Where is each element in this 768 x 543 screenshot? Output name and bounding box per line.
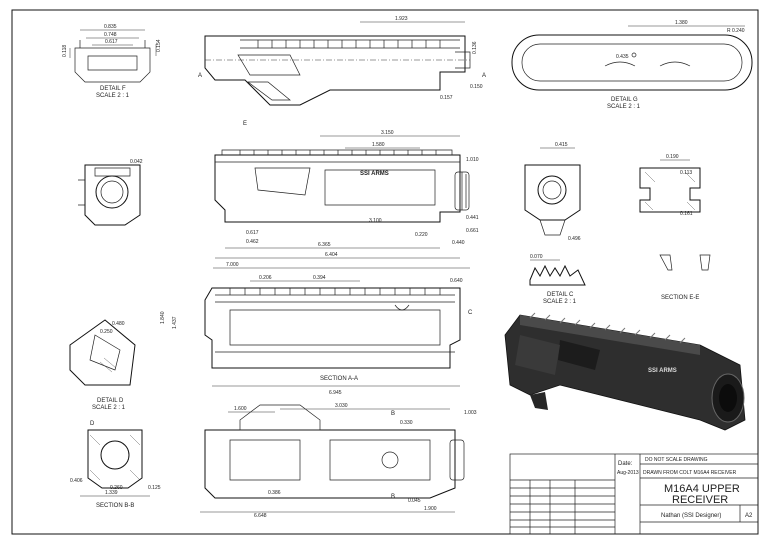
dim-0154: 0.154 [156, 39, 162, 52]
dim-0386: 0.386 [268, 490, 281, 496]
top-view: 1.923 0.136 0.157 0.150 A A E [198, 16, 486, 127]
dim-0042: 0.042 [130, 159, 143, 165]
dim-1923: 1.923 [395, 16, 408, 22]
section-aa-label: SECTION A-A [320, 376, 358, 382]
section-bb-label: SECTION B-B [96, 503, 134, 509]
dim-0617b: 0.617 [246, 230, 259, 236]
dim-r0240: R 0.240 [727, 28, 745, 34]
label-a-right: A [482, 73, 486, 79]
label-a-left: A [198, 73, 202, 79]
detail-d-view: 0.480 0.250 DETAIL D SCALE 2 : 1 [69, 319, 136, 411]
date-label: Date: [618, 461, 633, 467]
dim-1003: 1.003 [464, 410, 477, 416]
dim-0250: 0.250 [100, 329, 113, 335]
dim-1010: 1.010 [466, 157, 479, 163]
label-c: C [468, 310, 473, 316]
dim-0496: 0.496 [568, 236, 581, 242]
label-b-top: B [391, 411, 395, 417]
title-line-2: RECEIVER [672, 494, 728, 506]
detail-f-scale: SCALE 2 : 1 [96, 93, 130, 99]
dim-1437: 1.437 [172, 316, 178, 329]
dim-0190: 0.190 [666, 154, 679, 160]
dim-0394: 0.394 [313, 275, 326, 281]
detail-g-scale: SCALE 2 : 1 [607, 104, 641, 110]
detail-g-view: 1.380 R 0.240 0.435 DETAIL G SCALE 2 : 1 [511, 20, 753, 110]
dim-0136: 0.136 [472, 41, 478, 54]
note-drawn-from: DRAWN FROM COLT M16A4 RECEIVER [643, 470, 737, 476]
detail-c-view: 0.070 DETAIL C SCALE 2 : 1 [529, 254, 586, 305]
dim-0220: 0.220 [415, 232, 428, 238]
detail-c-scale: SCALE 2 : 1 [543, 299, 577, 305]
detail-c-label: DETAIL C [547, 292, 574, 298]
dim-0640: 0.640 [450, 278, 463, 284]
dim-0070: 0.070 [530, 254, 543, 260]
dim-1380: 1.380 [675, 20, 688, 26]
dim-7000: 7.000 [226, 262, 239, 268]
dim-1580: 1.580 [372, 142, 385, 148]
dim-0835: 0.835 [104, 24, 117, 30]
section-ee-view: 0.190 0.113 0.161 SECTION E-E [639, 154, 711, 301]
dim-0330: 0.330 [400, 420, 413, 426]
section-aa-view: 0.206 0.394 0.640 1.840 1.437 6.945 C SE… [160, 275, 473, 396]
dim-6945: 6.945 [329, 390, 342, 396]
date-value: Aug-2013 [617, 470, 639, 476]
sheet-size: A2 [745, 513, 753, 519]
dim-0406: 0.406 [70, 478, 83, 484]
dim-0113: 0.113 [680, 170, 692, 176]
brand-mark-side: SSI ARMS [360, 171, 389, 177]
dim-6365: 6.365 [318, 242, 331, 248]
label-d: D [90, 421, 95, 427]
dim-0617: 0.617 [105, 39, 118, 45]
side-view: SSI ARMS 3.150 1.580 1.010 3.100 0.441 0… [213, 130, 479, 269]
dim-1900: 1.900 [424, 506, 437, 512]
dim-0206: 0.206 [259, 275, 272, 281]
dim-3100: 3.100 [369, 218, 382, 224]
dim-0125: 0.125 [148, 485, 161, 491]
title-line-1: M16A4 UPPER [664, 483, 740, 495]
detail-f-label: DETAIL F [100, 86, 126, 92]
dim-0748: 0.748 [104, 32, 117, 38]
isometric-render: SSI ARMS [504, 312, 746, 431]
dim-0150: 0.150 [470, 84, 483, 90]
sheet-border [11, 9, 759, 535]
section-bb-view: 1.339 0.260 0.125 0.406 D SECTION B-B [70, 421, 161, 509]
designer-name: Nathan (SSI Designer) [661, 513, 721, 519]
dim-0480: 0.480 [112, 321, 125, 327]
dim-0462: 0.462 [246, 239, 259, 245]
dim-0157: 0.157 [440, 95, 453, 101]
rear-end-view: 0.415 0.496 [524, 142, 581, 242]
dim-0415: 0.415 [555, 142, 568, 148]
dim-0435: 0.435 [616, 54, 629, 60]
front-end-view: 0.042 [78, 159, 143, 226]
dim-3150: 3.150 [381, 130, 394, 136]
dim-0440: 0.440 [452, 240, 465, 246]
dim-3030: 3.030 [335, 403, 348, 409]
bottom-view: 1.600 3.030 1.003 0.330 0.386 0.045 1.90… [200, 403, 477, 519]
dim-0260: 0.260 [110, 485, 123, 491]
title-block: Date: Aug-2013 DO NOT SCALE DRAWING DRAW… [509, 453, 759, 535]
dim-0118: 0.118 [62, 45, 68, 57]
dim-1600: 1.600 [234, 406, 247, 412]
detail-d-label: DETAIL D [97, 398, 124, 404]
detail-g-label: DETAIL G [611, 97, 638, 103]
detail-f-view: 0.835 0.748 0.617 0.118 0.154 DETAIL F S… [62, 24, 162, 99]
dim-1840: 1.840 [160, 311, 166, 324]
dim-0045: 0.045 [408, 498, 421, 504]
section-ee-label: SECTION E-E [661, 295, 699, 301]
dim-0161: 0.161 [680, 211, 693, 217]
label-b-bottom: B [391, 494, 395, 500]
dim-6648: 6.648 [254, 513, 267, 519]
brand-mark-render: SSI ARMS [648, 368, 677, 374]
dim-0441: 0.441 [466, 215, 479, 221]
dim-1339: 1.339 [105, 490, 118, 496]
detail-d-scale: SCALE 2 : 1 [92, 405, 126, 411]
dim-0661: 0.661 [466, 228, 479, 234]
label-e: E [243, 121, 247, 127]
note-do-not-scale: DO NOT SCALE DRAWING [645, 457, 708, 463]
dim-6404: 6.404 [325, 252, 338, 258]
